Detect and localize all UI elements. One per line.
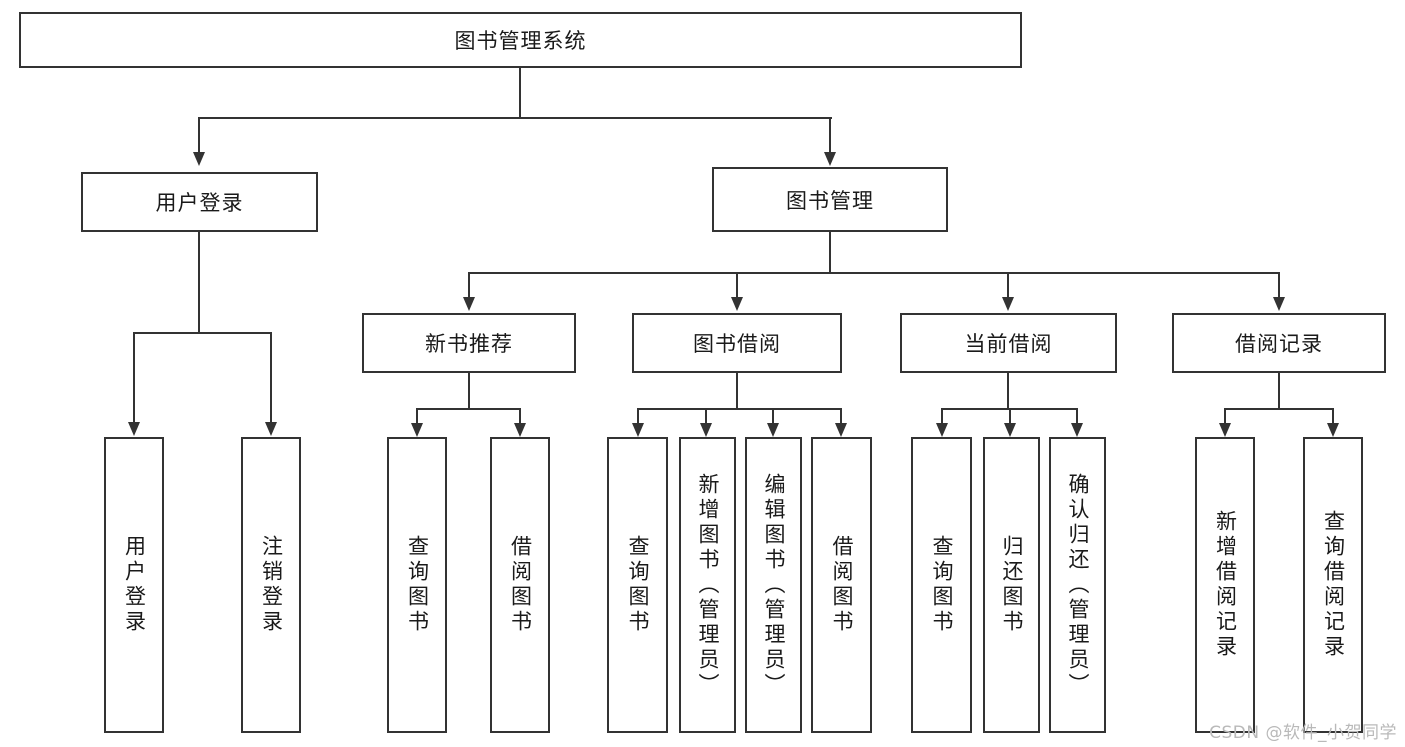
connector-new-book-drop-1 <box>416 408 418 424</box>
connector-root-bus <box>198 117 832 119</box>
connector-current-borrow-drop-3 <box>1076 408 1078 424</box>
leaf-query-borrow-record[interactable]: 查询借阅记录 <box>1303 437 1363 733</box>
connector-new-book-drop-2 <box>519 408 521 424</box>
node-label: 借阅记录 <box>1235 332 1323 356</box>
arrowhead-leaf-query-book-3 <box>936 423 948 437</box>
connector-new-book-bus <box>416 408 521 410</box>
connector-borrow-record-bus <box>1224 408 1334 410</box>
node-book-management[interactable]: 图书管理 <box>712 167 948 232</box>
arrowhead-leaf-logout <box>265 422 277 436</box>
connector-book-mgmt-drop-2 <box>736 272 738 298</box>
connector-borrow-record-stem <box>1278 373 1280 409</box>
arrowhead-leaf-return-book <box>1004 423 1016 437</box>
node-label: 借阅图书 <box>830 535 854 635</box>
arrowhead-leaf-add-book <box>700 423 712 437</box>
leaf-borrow-book-newbook[interactable]: 借阅图书 <box>490 437 550 733</box>
arrowhead-leaf-query-record <box>1327 423 1339 437</box>
leaf-query-book-newbook[interactable]: 查询图书 <box>387 437 447 733</box>
leaf-logout[interactable]: 注销登录 <box>241 437 301 733</box>
arrowhead-book-borrow <box>731 297 743 311</box>
leaf-user-login[interactable]: 用户登录 <box>104 437 164 733</box>
arrowhead-leaf-edit-book <box>767 423 779 437</box>
connector-book-borrow-bus <box>637 408 842 410</box>
connector-book-borrow-drop-1 <box>637 408 639 424</box>
leaf-confirm-return-admin[interactable]: 确认归还（管理员） <box>1049 437 1106 733</box>
node-label: 新书推荐 <box>425 332 513 356</box>
leaf-edit-book-admin[interactable]: 编辑图书（管理员） <box>745 437 802 733</box>
node-label: 图书管理系统 <box>454 29 587 53</box>
arrowhead-leaf-add-record <box>1219 423 1231 437</box>
connector-current-borrow-drop-2 <box>1009 408 1011 424</box>
node-label: 借阅图书 <box>508 535 533 635</box>
node-label: 查询借阅记录 <box>1321 510 1346 660</box>
node-label: 当前借阅 <box>964 332 1053 356</box>
arrowhead-leaf-confirm-return <box>1071 423 1083 437</box>
connector-book-mgmt-drop-1 <box>468 272 470 298</box>
node-label: 查询图书 <box>930 535 954 635</box>
node-label: 归还图书 <box>1000 535 1024 635</box>
arrowhead-current-borrow <box>1002 297 1014 311</box>
node-root-system[interactable]: 图书管理系统 <box>19 12 1022 68</box>
connector-book-mgmt-bus <box>468 272 1280 274</box>
connector-book-mgmt-stem <box>829 232 831 273</box>
connector-book-borrow-stem <box>736 373 738 409</box>
node-current-borrow[interactable]: 当前借阅 <box>900 313 1117 373</box>
connector-book-borrow-drop-2 <box>705 408 707 424</box>
connector-user-login-drop-2 <box>270 332 272 423</box>
arrowhead-leaf-borrow-book-1 <box>514 423 526 437</box>
arrowhead-book-mgmt <box>824 152 836 166</box>
node-label: 确认归还（管理员） <box>1066 472 1090 698</box>
connector-root-stem <box>519 68 521 118</box>
arrowhead-leaf-query-book-1 <box>411 423 423 437</box>
arrowhead-new-book <box>463 297 475 311</box>
leaf-add-book-admin[interactable]: 新增图书（管理员） <box>679 437 736 733</box>
connector-user-login-drop-1 <box>133 332 135 423</box>
node-borrow-record[interactable]: 借阅记录 <box>1172 313 1386 373</box>
node-label: 用户登录 <box>155 191 244 215</box>
connector-root-to-book-mgmt <box>829 117 831 153</box>
connector-book-borrow-drop-3 <box>772 408 774 424</box>
connector-borrow-record-drop-1 <box>1224 408 1226 424</box>
node-label: 编辑图书（管理员） <box>762 472 786 698</box>
node-label: 新增图书（管理员） <box>696 472 720 698</box>
arrowhead-borrow-record <box>1273 297 1285 311</box>
connector-borrow-record-drop-2 <box>1332 408 1334 424</box>
node-user-login[interactable]: 用户登录 <box>81 172 318 232</box>
arrowhead-leaf-user-login <box>128 422 140 436</box>
node-label: 用户登录 <box>122 535 147 635</box>
node-label: 查询图书 <box>405 535 430 635</box>
connector-current-borrow-drop-1 <box>941 408 943 424</box>
connector-user-login-stem <box>198 232 200 333</box>
connector-book-mgmt-drop-4 <box>1278 272 1280 298</box>
node-label: 新增借阅记录 <box>1213 510 1238 660</box>
leaf-query-book-borrow[interactable]: 查询图书 <box>607 437 668 733</box>
arrowhead-leaf-borrow-book-2 <box>835 423 847 437</box>
leaf-query-book-current[interactable]: 查询图书 <box>911 437 972 733</box>
leaf-return-book[interactable]: 归还图书 <box>983 437 1040 733</box>
node-new-book-recommend[interactable]: 新书推荐 <box>362 313 576 373</box>
leaf-add-borrow-record[interactable]: 新增借阅记录 <box>1195 437 1255 733</box>
node-label: 图书管理 <box>786 188 874 213</box>
node-label: 注销登录 <box>259 535 284 635</box>
connector-current-borrow-stem <box>1007 373 1009 409</box>
arrowhead-leaf-query-book-2 <box>632 423 644 437</box>
connector-book-mgmt-drop-3 <box>1007 272 1009 298</box>
node-label: 查询图书 <box>626 535 650 635</box>
connector-new-book-stem <box>468 373 470 409</box>
connector-user-login-bus <box>133 332 272 334</box>
node-label: 图书借阅 <box>693 332 781 356</box>
arrowhead-user-login <box>193 152 205 166</box>
connector-book-borrow-drop-4 <box>840 408 842 424</box>
leaf-borrow-book-borrow[interactable]: 借阅图书 <box>811 437 872 733</box>
connector-root-to-user-login <box>198 117 200 153</box>
node-book-borrow[interactable]: 图书借阅 <box>632 313 842 373</box>
